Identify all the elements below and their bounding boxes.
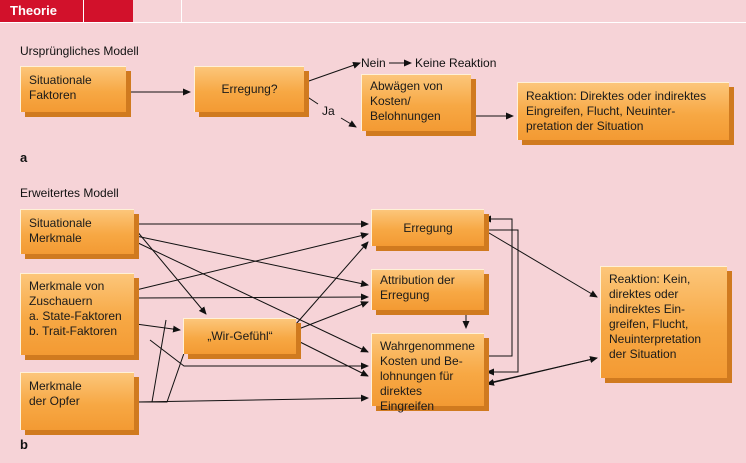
node-wir-gefuehl: „Wir-Gefühl“ — [183, 318, 296, 354]
node-line: Situationale — [29, 73, 92, 87]
node-line: Neuinterpretation — [609, 332, 702, 346]
section-a-letter: a — [20, 150, 28, 165]
node-line: Reaktion: Kein, — [609, 272, 691, 286]
arrow-erregung-to-reaktion — [483, 229, 598, 298]
node-line: Merkmale — [29, 379, 82, 393]
edge-label-nein: Nein — [361, 56, 386, 70]
node-attribution: Attribution der Erregung — [371, 269, 484, 310]
loop-erregung-to-kosten-outer — [484, 229, 519, 376]
arrow-wir-to-kosten — [295, 339, 369, 377]
section-b-letter: b — [20, 437, 28, 452]
node-line: Situationale — [29, 216, 92, 230]
node-line: Kosten/ — [370, 94, 411, 108]
edge-label-ja: Ja — [322, 104, 335, 118]
node-line: Abwägen von — [370, 79, 443, 93]
node-line: der Opfer — [29, 394, 80, 408]
node-line: pretation der Situation — [526, 119, 644, 133]
node-line: Zuschauern — [29, 294, 93, 308]
arrow-arousal-to-no — [305, 62, 361, 83]
node-line: Erregung? — [221, 82, 278, 96]
node-line: Merkmale — [29, 231, 82, 245]
arrow-wir-to-erregung — [295, 241, 369, 325]
arrow-wir-to-attribution — [295, 301, 369, 331]
node-line: Eingreifen, Flucht, Neuinter- — [526, 104, 676, 118]
arrow-sm-to-attribution — [135, 235, 369, 287]
node-line: Reaktion: Direktes oder indirektes — [526, 89, 707, 103]
node-line: „Wir-Gefühl“ — [207, 329, 273, 343]
arrow-mo-to-kosten — [135, 394, 369, 403]
node-abwaegen: Abwägen von Kosten/ Belohnungen — [361, 74, 471, 131]
node-line: a. State-Faktoren — [29, 309, 122, 323]
tab-label: Theorie — [10, 3, 57, 18]
node-erregung-question: Erregung? — [194, 66, 304, 112]
node-situationale-faktoren: Situationale Faktoren — [20, 66, 126, 112]
node-line: Attribution der — [380, 273, 455, 287]
node-line: Faktoren — [29, 88, 77, 102]
node-merkmale-zuschauer: Merkmale von Zuschauern a. State-Faktore… — [20, 273, 134, 355]
arrow-mz-to-attribution — [135, 293, 369, 301]
arrow-reaktion-to-kosten — [486, 357, 598, 386]
node-erregung: Erregung — [371, 209, 484, 246]
node-line: greifen, Flucht, — [609, 317, 689, 331]
theorie-tab[interactable]: Theorie — [0, 0, 133, 22]
node-line: Erregung — [380, 288, 430, 302]
edge-label-keine-reaktion: Keine Reaktion — [415, 56, 497, 70]
node-line: Belohnungen — [370, 109, 441, 123]
node-reaktion-b: Reaktion: Kein, direktes oder indirektes… — [600, 266, 727, 378]
arrow-mo-to-wir — [136, 335, 192, 403]
tab-divider — [83, 0, 84, 22]
node-reaktion-a: Reaktion: Direktes oder indirektes Eingr… — [517, 82, 729, 140]
arrow-yes-to-weighing — [340, 117, 357, 128]
node-line: Kosten und Be- — [380, 354, 463, 368]
node-line: indirektes Ein- — [609, 302, 686, 316]
node-kosten: Wahrgenommene Kosten und Be- lohnungen f… — [371, 333, 484, 413]
section-b-title: Erweitertes Modell — [20, 186, 119, 200]
node-line: direktes Eingreifen — [380, 384, 435, 413]
node-situationale-merkmale: Situationale Merkmale — [20, 209, 134, 254]
arrow-mz-to-erregung — [135, 232, 369, 291]
node-merkmale-opfer: Merkmale der Opfer — [20, 372, 134, 430]
node-line: der Situation — [609, 347, 677, 361]
link-mo-mz — [151, 319, 167, 403]
node-line: direktes oder — [609, 287, 679, 301]
node-line: b. Trait-Faktoren — [29, 324, 118, 338]
header-bar: Theorie — [0, 0, 746, 23]
node-line: Erregung — [403, 220, 453, 235]
header-divider — [181, 0, 182, 22]
arrow-sm-to-wir — [135, 229, 207, 315]
arrow-arousal-to-yes — [305, 95, 319, 105]
node-line: Merkmale von — [29, 279, 105, 293]
loop-kosten-to-erregung-outer — [483, 215, 513, 357]
node-line: Wahrgenommene — [380, 339, 475, 353]
section-a-title: Ursprüngliches Modell — [20, 44, 139, 58]
arrow-mz-to-wir — [135, 323, 181, 333]
node-line: lohnungen für — [380, 369, 454, 383]
